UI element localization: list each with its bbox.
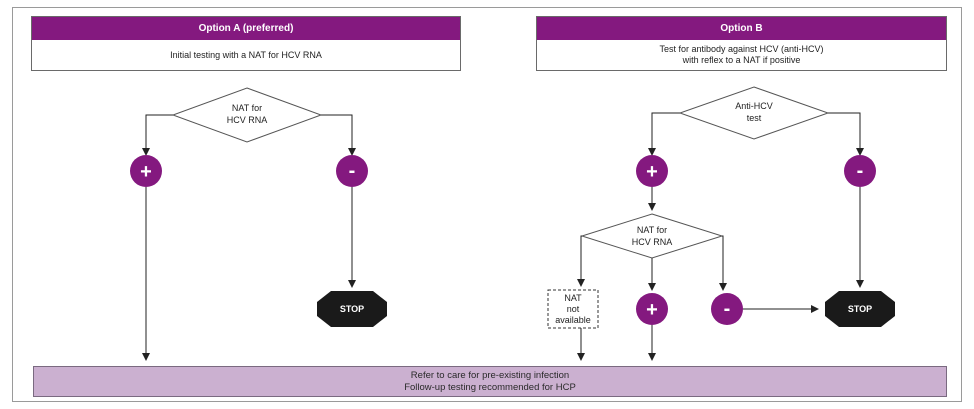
negative-circle-b <box>844 155 876 187</box>
option-b-description: Test for antibody against HCV (anti-HCV)… <box>659 44 824 65</box>
connector-b-negative <box>828 112 864 156</box>
connector-b-positive <box>648 112 680 156</box>
negative-sign-b: - <box>857 160 864 182</box>
nat-negative-circle <box>711 293 743 325</box>
negative-circle-a <box>336 155 368 187</box>
positive-circle-a <box>130 155 162 187</box>
nat-not-available-line2: not <box>567 304 580 314</box>
care-referral-line1: Refer to care for pre-existing infection <box>410 369 570 381</box>
nat-not-available-box <box>547 289 599 329</box>
connector-nat-negative <box>719 235 727 291</box>
positive-sign-a: + <box>140 161 152 183</box>
anti-hcv-line1: Anti-HCV <box>735 101 773 111</box>
care-referral-line2: Follow-up testing recommended for HCP <box>404 381 576 393</box>
nat-positive-circle <box>636 293 668 325</box>
nat-decision-a-line2: HCV RNA <box>227 115 268 125</box>
nat-decision-diamond-b <box>580 213 724 259</box>
nat-decision-b-line2: HCV RNA <box>632 237 673 247</box>
connector-nat-not-available <box>577 235 585 287</box>
stop-octagon-a <box>317 291 387 327</box>
nat-not-available-line1: NAT <box>564 293 582 303</box>
diagram-frame <box>12 7 962 402</box>
nat-decision-diamond-a <box>171 87 323 143</box>
care-referral-bar: Refer to care for pre-existing infection… <box>33 366 947 397</box>
stop-octagon-b <box>825 291 895 327</box>
anti-hcv-decision-diamond <box>678 86 830 140</box>
stop-label-a: STOP <box>340 304 364 314</box>
positive-sign-b: + <box>646 161 658 183</box>
option-a-box: Option A (preferred) Initial testing wit… <box>31 16 461 71</box>
option-b-title: Option B <box>537 17 946 40</box>
nat-decision-b-line1: NAT for <box>637 225 667 235</box>
positive-circle-b <box>636 155 668 187</box>
option-b-box: Option B Test for antibody against HCV (… <box>536 16 947 71</box>
connector-a-positive <box>142 114 173 156</box>
nat-decision-a-line1: NAT for <box>232 103 262 113</box>
negative-sign-a: - <box>349 160 356 182</box>
option-a-description: Initial testing with a NAT for HCV RNA <box>170 49 322 60</box>
stop-label-b: STOP <box>848 304 872 314</box>
anti-hcv-line2: test <box>747 113 762 123</box>
connector-a-negative <box>321 114 356 156</box>
nat-not-available-line3: available <box>555 315 591 325</box>
nat-positive-sign: + <box>646 299 658 321</box>
option-a-title: Option A (preferred) <box>32 17 460 40</box>
nat-negative-sign: - <box>724 298 731 320</box>
